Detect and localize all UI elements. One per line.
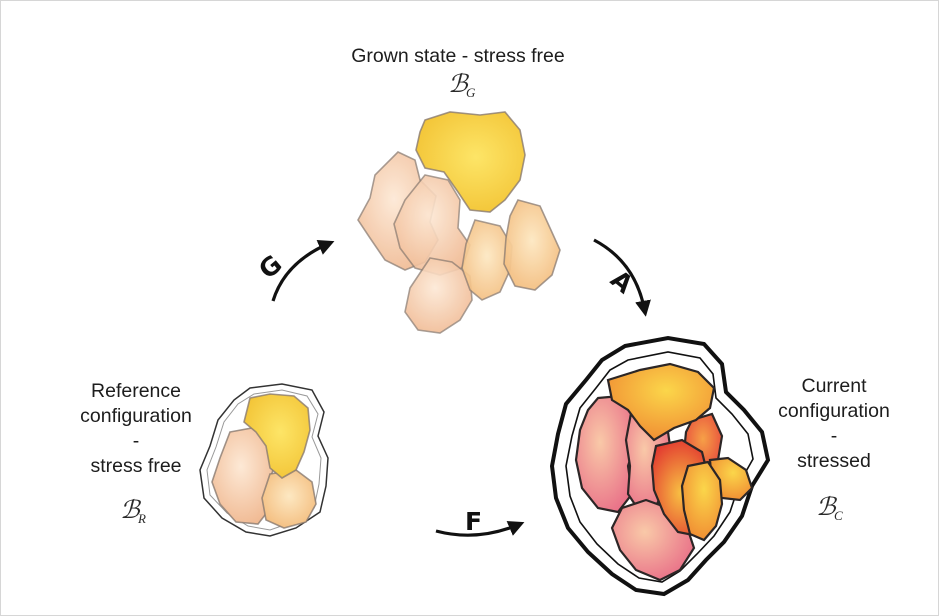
reference-cells [200,384,328,536]
current-cells [552,338,768,594]
current-symbol: ℬ C [816,494,843,523]
current-label: Current configuration - stressed [778,375,890,472]
svg-text:R: R [137,511,146,526]
deformation-arrow-label: F [465,507,482,536]
reference-symbol: ℬ R [120,497,146,526]
svg-text:stress free: stress free [90,455,181,477]
deformation-arrow: F [436,507,520,536]
svg-text:Reference: Reference [91,380,181,402]
svg-text:configuration: configuration [80,405,192,427]
svg-text:configuration: configuration [778,400,890,422]
growth-arrow: G [253,243,330,301]
svg-text:C: C [834,508,843,523]
grown-state-symbol: ℬ G [448,71,476,100]
svg-text:G: G [466,85,476,100]
reference-label: Reference configuration - stress free [80,380,192,477]
grown-state-title: Grown state - stress free [351,45,564,67]
elastic-arrow: A [594,240,645,312]
svg-text:-: - [831,425,838,447]
svg-text:-: - [133,430,140,452]
elastic-arrow-label: A [605,264,639,299]
grown-state-cells [358,112,560,333]
svg-text:Current: Current [801,375,867,397]
svg-text:stressed: stressed [797,450,871,472]
